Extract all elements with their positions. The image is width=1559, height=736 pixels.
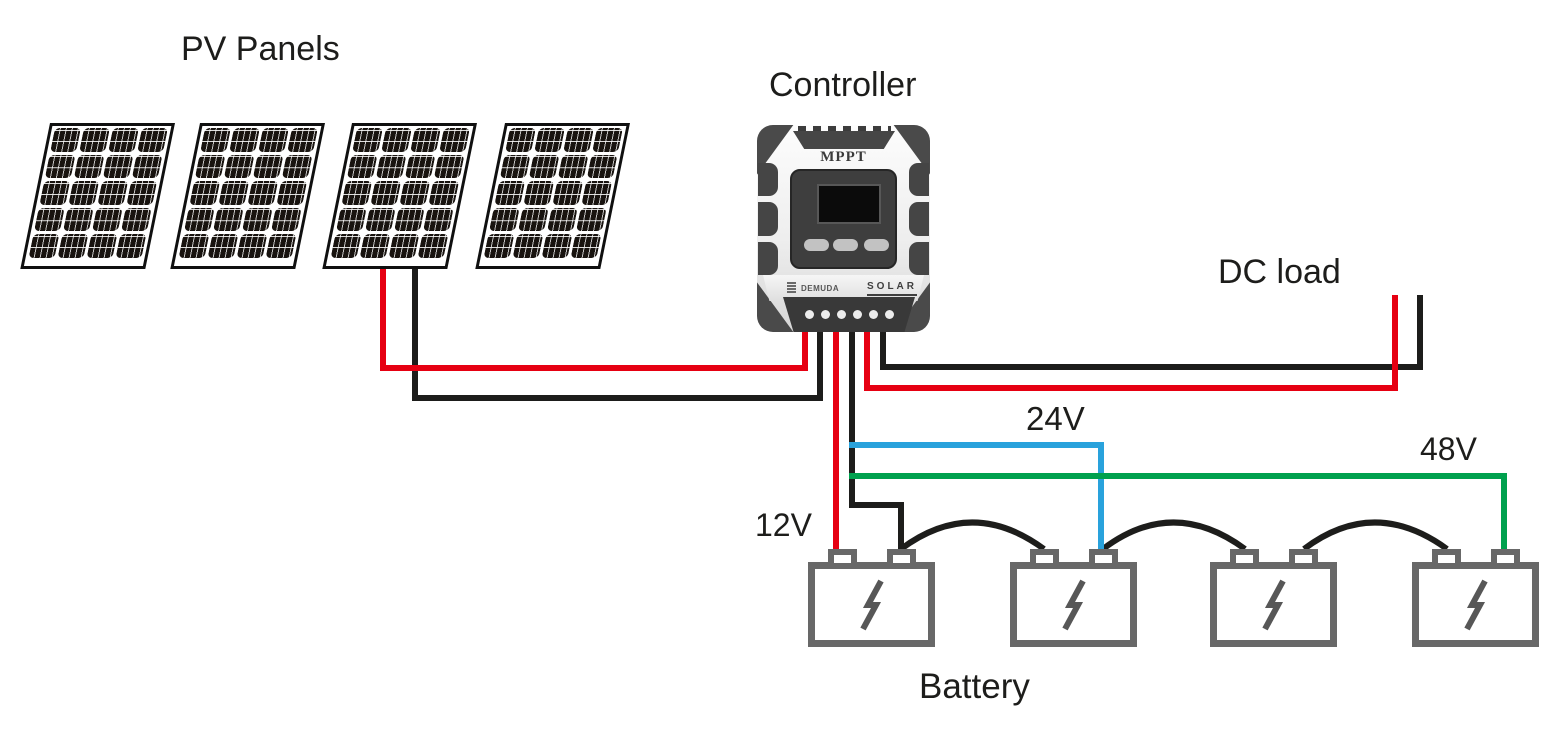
battery-terminal [887, 549, 916, 569]
controller-label: Controller [769, 66, 917, 104]
mppt-label: MPPT [820, 149, 867, 165]
wire-pv-positive [380, 262, 808, 371]
pv-panel-cells [28, 128, 168, 258]
lightning-bolt-icon [1261, 579, 1286, 630]
battery-label: Battery [919, 667, 1030, 706]
pv-panel-cells [483, 128, 623, 258]
battery-terminal [1491, 549, 1520, 569]
wire-battery-negative [849, 326, 904, 549]
controller-right-grip [909, 163, 929, 275]
brand-solar-label: SOLAR [867, 281, 917, 296]
wire-dc-positive [864, 295, 1398, 391]
pv-panels-label: PV Panels [181, 30, 340, 68]
battery-1 [808, 549, 935, 647]
wire-24v [849, 442, 1104, 549]
pv-panel-cells [178, 128, 318, 258]
lightning-bolt-icon [1463, 579, 1488, 630]
lightning-bolt-icon [859, 579, 884, 630]
label-12v: 12V [755, 507, 812, 543]
battery-link-wire-3 [1302, 519, 1449, 552]
label-24v: 24V [1026, 400, 1085, 437]
battery-terminal [1289, 549, 1318, 569]
battery-terminal [828, 549, 857, 569]
battery-link-wire-1 [899, 519, 1046, 552]
charge-controller: MPPT DEMUDA SOLAR [757, 125, 930, 332]
controller-lcd-screen [817, 184, 881, 224]
wire-48v [849, 473, 1507, 549]
pv-panel-cells [330, 128, 470, 258]
controller-terminal-block [783, 297, 915, 332]
battery-2 [1010, 549, 1137, 647]
battery-terminal [1030, 549, 1059, 569]
controller-button-right [864, 239, 889, 251]
wire-dc-negative [880, 295, 1423, 370]
lightning-bolt-icon [1061, 579, 1086, 630]
battery-terminal [1089, 549, 1118, 569]
controller-button-middle [833, 239, 858, 251]
demuda-logo-icon [787, 282, 796, 293]
controller-button-left [804, 239, 829, 251]
controller-top-vent [793, 131, 895, 149]
battery-terminal [1230, 549, 1259, 569]
battery-terminal [1432, 549, 1461, 569]
label-48v: 48V [1420, 431, 1477, 467]
dc-load-label: DC load [1218, 253, 1341, 291]
controller-left-grip [758, 163, 778, 275]
battery-3 [1210, 549, 1337, 647]
brand-demuda-label: DEMUDA [801, 284, 840, 293]
battery-link-wire-2 [1101, 519, 1247, 552]
wire-pv-negative [412, 262, 823, 401]
controller-front-panel [790, 169, 897, 269]
battery-4 [1412, 549, 1539, 647]
controller-top-fins [798, 126, 891, 133]
controller-brand-band: DEMUDA SOLAR [763, 275, 924, 301]
